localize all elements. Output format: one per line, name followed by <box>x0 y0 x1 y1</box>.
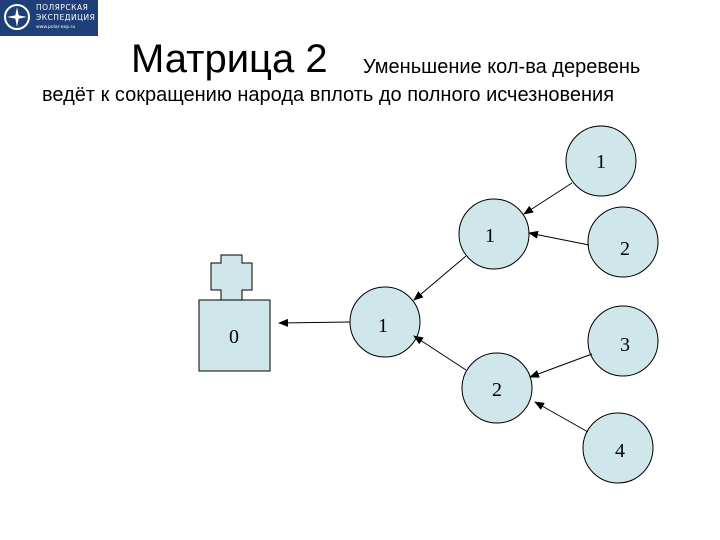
node-label-center-1: 1 <box>378 315 388 337</box>
slide-subtitle: ведёт к сокращению народа вплоть до полн… <box>42 84 615 106</box>
node-label-right-3: 3 <box>620 334 630 356</box>
building-node-0: 0 <box>198 254 271 372</box>
expedition-logo: ПОЛЯРСКАЯ ЭКСПЕДИЦИЯ www.polar-exp.ru <box>0 0 98 36</box>
circle-node-lower-2: 2 <box>461 352 533 424</box>
node-label-top-1: 1 <box>596 151 606 173</box>
slide-title-subheading: Уменьшение кол-ва деревень <box>363 56 641 78</box>
circle-node-center-1: 1 <box>349 286 421 358</box>
node-label-right-2: 2 <box>620 238 630 260</box>
building-body <box>198 299 271 372</box>
node-label-lower-2: 2 <box>492 379 502 401</box>
circle-node-top-1: 1 <box>565 125 637 197</box>
logo-text-line-1: ПОЛЯРСКАЯ <box>36 3 89 12</box>
node-label-mid-1: 1 <box>485 225 495 247</box>
arrow-top1-to-mid1 <box>523 182 573 215</box>
circle-node-right-2: 2 <box>587 206 659 278</box>
slide-title: Матрица 2 <box>131 37 328 81</box>
arrow-right2-to-mid1 <box>528 230 590 246</box>
arrow-bottom4-to-lower2 <box>534 401 589 433</box>
logo-text-line-2: ЭКСПЕДИЦИЯ <box>36 13 96 22</box>
building-tower-shape <box>210 254 253 301</box>
compass-icon <box>4 4 30 30</box>
arrow-mid1-to-center1 <box>413 255 467 301</box>
circle-node-mid-1: 1 <box>458 198 530 270</box>
node-label-0: 0 <box>229 326 239 348</box>
arrow-lower2-to-center1 <box>413 335 467 371</box>
node-label-bottom-4: 4 <box>615 440 625 462</box>
arrow-right3-to-lower2 <box>529 353 593 378</box>
arrow-center1-to-building <box>278 318 351 327</box>
logo-text-line-3: www.polar-exp.ru <box>36 25 76 30</box>
circle-node-bottom-4: 4 <box>582 412 654 484</box>
circle-node-right-3: 3 <box>587 305 659 377</box>
